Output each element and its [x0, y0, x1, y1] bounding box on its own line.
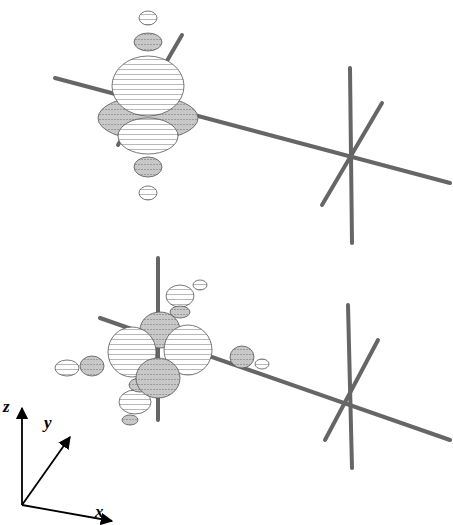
dz2-orbital	[98, 11, 198, 200]
dxz-orbital	[55, 280, 269, 425]
bond-axes	[55, 35, 450, 468]
axis-label: z	[3, 398, 10, 415]
coordinate-axes	[22, 408, 112, 521]
axis-label: x	[95, 503, 104, 520]
axis-label: y	[44, 414, 52, 431]
